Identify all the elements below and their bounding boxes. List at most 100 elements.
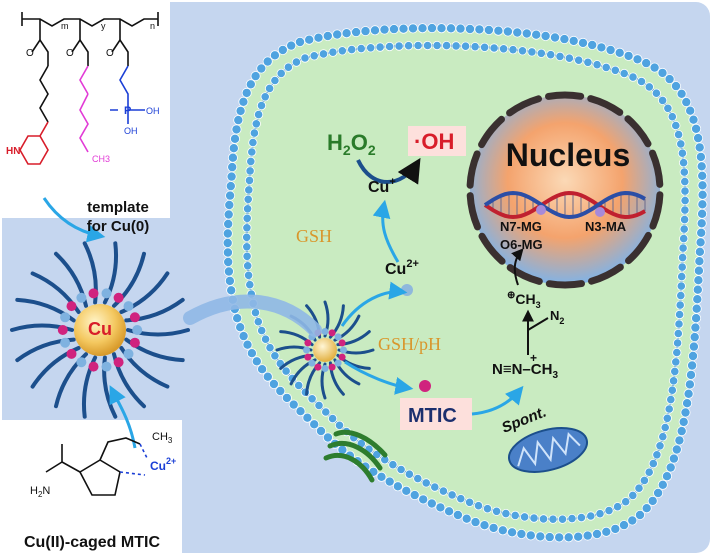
membrane-bead bbox=[242, 242, 252, 252]
membrane-bead bbox=[671, 81, 682, 92]
membrane-bead bbox=[635, 509, 646, 520]
nucleus: Nucleus N7-MG N3-MA O6-MG bbox=[466, 91, 664, 289]
membrane-bead bbox=[497, 525, 508, 536]
nuclear-pore-segment bbox=[466, 150, 481, 189]
membrane-bead bbox=[671, 120, 681, 131]
membrane-bead bbox=[456, 494, 466, 504]
membrane-bead bbox=[253, 317, 263, 327]
membrane-bead bbox=[491, 506, 502, 516]
polymer-bead bbox=[129, 312, 140, 323]
membrane-bead bbox=[678, 243, 688, 253]
membrane-bead bbox=[670, 366, 680, 376]
membrane-bead bbox=[554, 532, 565, 543]
diazonium-label: N≡N–CH3 bbox=[492, 361, 558, 381]
membrane-bead bbox=[401, 485, 412, 496]
release-arrow-mtic bbox=[344, 360, 414, 395]
polymer-bead bbox=[304, 353, 312, 361]
membrane-bead bbox=[444, 506, 455, 517]
nuclear-envelope bbox=[466, 91, 664, 289]
membrane-bead bbox=[655, 441, 665, 451]
polymer-bead bbox=[123, 348, 134, 359]
membrane-bead bbox=[422, 40, 433, 51]
thymine-hn-label: HN bbox=[6, 146, 20, 157]
membrane-bead bbox=[286, 40, 297, 51]
membrane-bead bbox=[697, 170, 708, 181]
cu-nanoparticle bbox=[10, 241, 190, 419]
nuclear-pore-segment bbox=[625, 231, 652, 265]
membrane-bead bbox=[479, 520, 490, 531]
dna-helix bbox=[483, 190, 646, 220]
membrane-bead bbox=[262, 371, 273, 382]
membrane-bead bbox=[664, 74, 675, 85]
membrane-bead bbox=[531, 29, 542, 40]
membrane-bead bbox=[627, 515, 638, 526]
membrane-bead bbox=[404, 469, 414, 479]
membrane-bead bbox=[226, 285, 237, 296]
membrane-bead bbox=[223, 218, 234, 229]
polymer-bead bbox=[334, 333, 342, 341]
membrane-bead bbox=[692, 294, 703, 305]
nuclear-pore-segment bbox=[466, 192, 481, 231]
membrane-bead bbox=[318, 49, 329, 59]
membrane-bead bbox=[242, 223, 252, 233]
n7mg-label: N7-MG bbox=[500, 219, 542, 234]
membrane-bead bbox=[697, 180, 708, 191]
membrane-bead bbox=[696, 227, 707, 238]
membrane-bead bbox=[564, 53, 575, 63]
polymer-bead bbox=[101, 361, 112, 372]
membrane-bead bbox=[587, 40, 598, 51]
membrane-bead bbox=[619, 68, 629, 79]
membrane-bead bbox=[574, 55, 584, 65]
cu-core bbox=[313, 338, 337, 362]
membrane-bead bbox=[421, 478, 431, 488]
membrane-bead bbox=[689, 332, 700, 343]
membrane-bead bbox=[647, 495, 658, 506]
membrane-bead bbox=[238, 331, 249, 342]
membrane-bead bbox=[674, 319, 684, 329]
membrane-bead bbox=[243, 194, 253, 204]
nuclear-pore-segment bbox=[624, 115, 652, 148]
polymer-bead bbox=[338, 353, 346, 361]
membrane-bead bbox=[678, 416, 689, 427]
membrane-bead bbox=[300, 53, 310, 63]
membrane-bead bbox=[235, 105, 246, 116]
membrane-bead bbox=[508, 45, 518, 55]
membrane-bead bbox=[270, 351, 280, 361]
membrane-bead bbox=[479, 42, 490, 52]
membrane-bead bbox=[666, 394, 676, 405]
dna-strand-blue bbox=[483, 190, 646, 220]
membrane-bead bbox=[688, 341, 699, 352]
membrane-bead bbox=[392, 481, 403, 492]
membrane-bead bbox=[693, 133, 704, 144]
membrane-bead bbox=[418, 494, 429, 505]
polymer-bead bbox=[101, 288, 112, 299]
membrane-bead bbox=[632, 54, 643, 65]
membrane-bead bbox=[222, 228, 233, 239]
membrane-bead bbox=[692, 284, 703, 295]
polymer-bead bbox=[328, 363, 336, 371]
polymer-bead bbox=[66, 301, 77, 312]
membrane-bead bbox=[223, 256, 234, 267]
membrane-bead bbox=[249, 128, 259, 138]
membrane-bead bbox=[677, 253, 688, 263]
membrane-bead bbox=[265, 343, 275, 353]
membrane-bead bbox=[663, 103, 673, 113]
uptake-arrow bbox=[183, 294, 322, 337]
membrane-bead bbox=[409, 490, 420, 501]
membrane-bead bbox=[464, 497, 475, 507]
membrane-bead bbox=[648, 458, 658, 469]
membrane-bead bbox=[238, 96, 249, 107]
membrane-bead bbox=[679, 215, 690, 225]
polymer-bead bbox=[66, 348, 77, 359]
polymer-bead bbox=[314, 363, 322, 371]
membrane-bead bbox=[675, 300, 685, 310]
polymer-bead bbox=[76, 357, 87, 368]
membrane-bead bbox=[248, 137, 258, 148]
oh-top-label: OH bbox=[146, 106, 160, 116]
membrane-bead bbox=[337, 46, 347, 56]
membrane-bead bbox=[245, 280, 255, 290]
membrane-bead bbox=[244, 270, 254, 280]
membrane-bead bbox=[260, 92, 270, 102]
membrane-bead bbox=[460, 41, 471, 51]
polymer-bead bbox=[328, 329, 336, 337]
